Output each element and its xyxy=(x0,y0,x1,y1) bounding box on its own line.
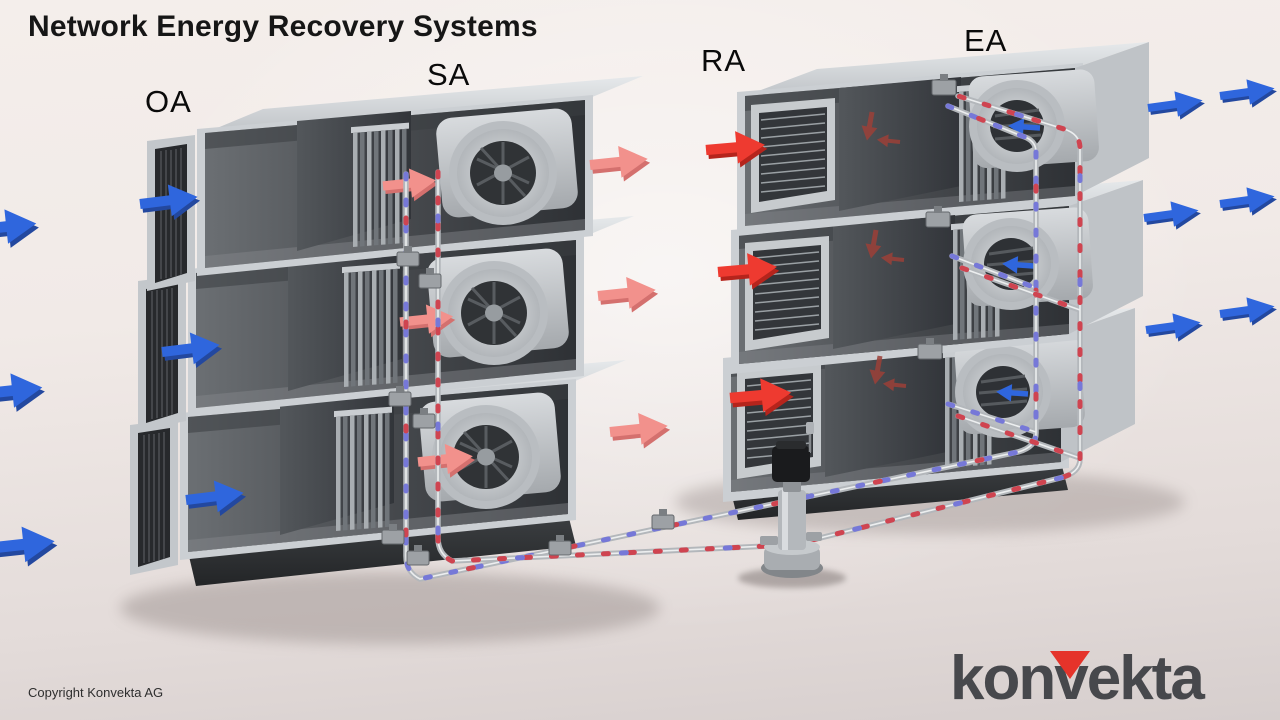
copyright-notice: Copyright Konvekta AG xyxy=(28,685,164,700)
coil-actuator xyxy=(917,338,943,360)
oa-arrow xyxy=(0,206,41,252)
pump-motor-cap xyxy=(776,441,806,449)
label-exhaust-air: EA xyxy=(964,23,1008,58)
pump-motor xyxy=(772,446,810,482)
label-supply-air: SA xyxy=(427,57,471,92)
pipe-cold-run xyxy=(403,103,1039,582)
valve xyxy=(406,545,430,566)
ea-arrow xyxy=(1218,183,1279,220)
logo-text-pre: kon xyxy=(950,644,1056,713)
oa-arrow xyxy=(0,523,60,571)
logo-v-wrap: v xyxy=(1050,648,1091,710)
sa-arrow xyxy=(596,274,660,316)
valve xyxy=(396,246,420,267)
sa-arrow xyxy=(608,410,672,452)
label-outdoor-air: OA xyxy=(145,84,192,119)
pump-flange xyxy=(806,532,822,541)
logo-text-post: ekta xyxy=(1086,644,1205,713)
pump-sensor-tip xyxy=(806,422,814,434)
valve xyxy=(548,535,572,556)
supply-ahu-stack xyxy=(128,74,645,586)
valve xyxy=(651,509,675,530)
ea-arrow xyxy=(1218,293,1279,330)
coil-actuator xyxy=(931,74,957,96)
pump-flange xyxy=(760,536,778,545)
exhaust-ahu-stack xyxy=(721,40,1151,520)
ea-arrow xyxy=(1218,75,1279,112)
sa-arrow xyxy=(588,143,652,185)
valve xyxy=(412,408,436,429)
logo-triangle-icon xyxy=(1050,651,1091,679)
valve xyxy=(381,524,405,545)
page-title: Network Energy Recovery Systems xyxy=(28,10,538,43)
ahu-base xyxy=(188,514,576,586)
ea-arrow xyxy=(1146,87,1207,124)
valves xyxy=(381,74,957,566)
ea-arrow xyxy=(1142,197,1203,234)
ea-arrow xyxy=(1144,309,1205,346)
circulation-pump xyxy=(760,422,823,578)
label-return-air: RA xyxy=(701,43,747,78)
ahu-base xyxy=(731,462,1068,520)
oa-arrow xyxy=(0,370,47,416)
pipe-warm-run xyxy=(435,93,1083,564)
pipe-network xyxy=(403,93,1083,582)
coil-actuator xyxy=(925,206,951,228)
pump-body-highlight xyxy=(782,490,788,550)
valve xyxy=(418,268,442,289)
valve xyxy=(388,386,412,407)
